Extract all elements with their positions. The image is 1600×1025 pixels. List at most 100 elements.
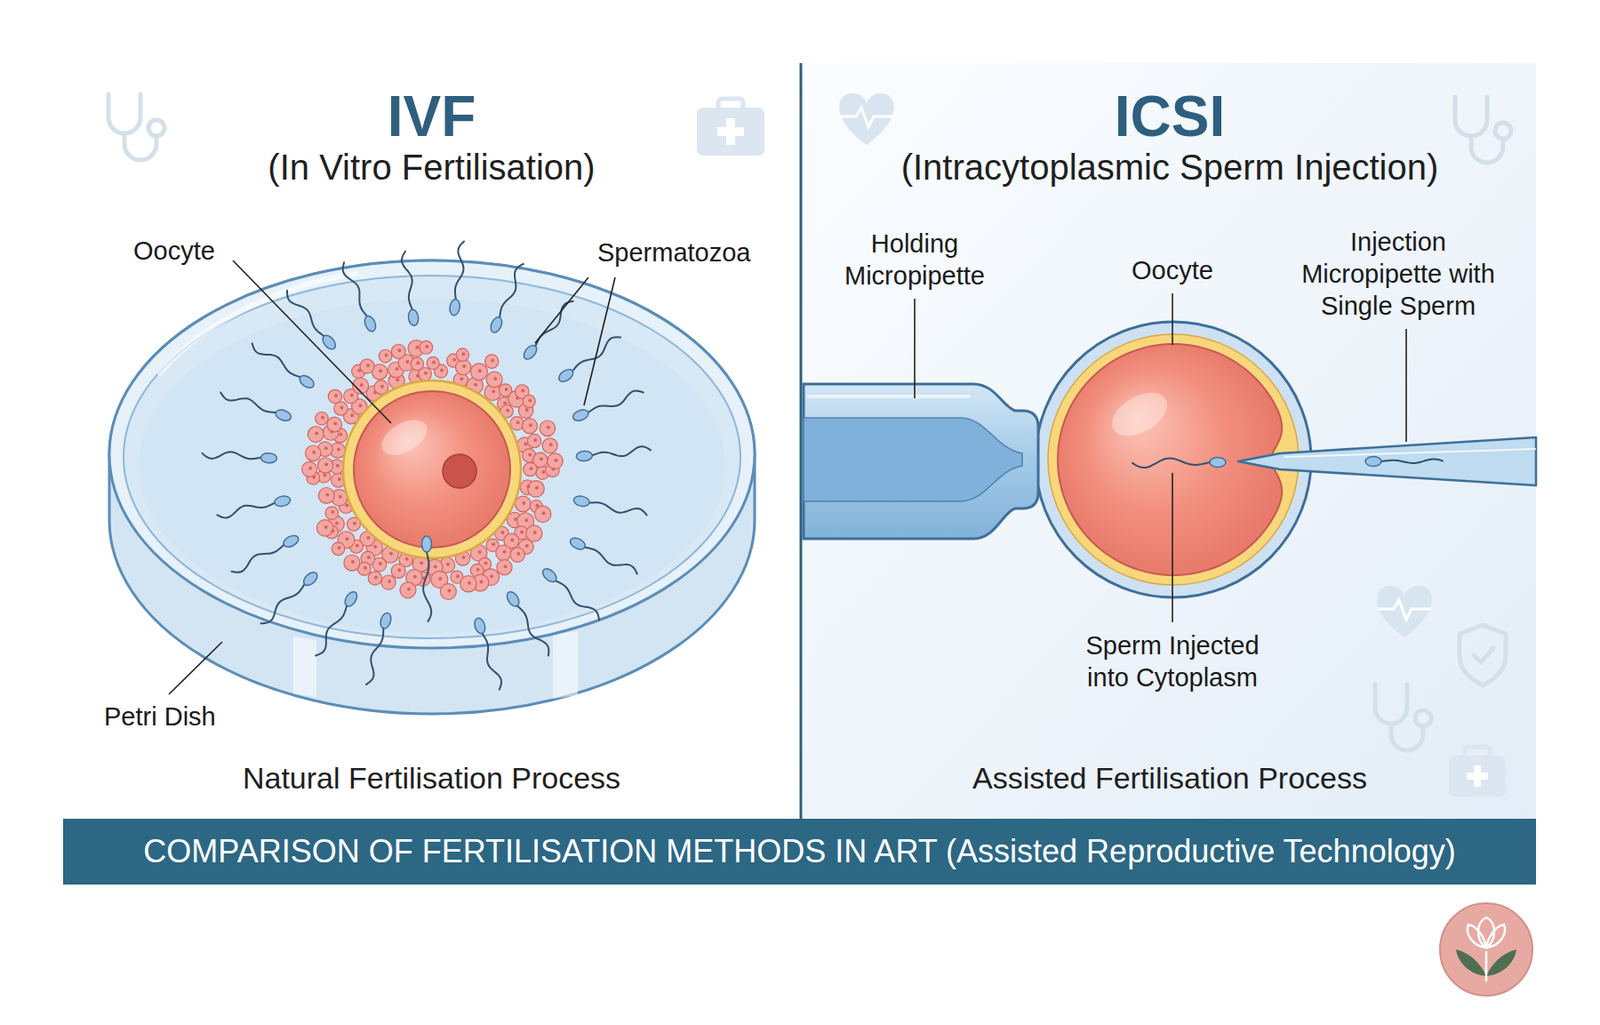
oocyte-highlight	[1104, 384, 1176, 446]
sperm-tail	[220, 392, 276, 413]
sperm-tail	[366, 628, 384, 685]
cumulus-cell-nucleus	[533, 530, 537, 535]
cumulus-cell-nucleus	[378, 561, 383, 566]
cumulus-cell-nucleus	[416, 360, 420, 365]
cumulus-cell-nucleus	[473, 383, 478, 387]
sperm-head	[556, 367, 576, 384]
stethoscope-icon-path	[1455, 96, 1488, 136]
dish-rim	[109, 260, 755, 648]
cumulus-cell-nucleus	[324, 462, 328, 466]
cumulus-cell-nucleus	[433, 564, 438, 568]
cumulus-cell	[521, 418, 537, 434]
cumulus-cell-nucleus	[330, 510, 335, 514]
zona-pellucida	[343, 380, 521, 559]
leader-line	[535, 277, 589, 344]
cumulus-cell	[391, 344, 406, 359]
stethoscope-icon	[1375, 684, 1432, 751]
sperm-head	[488, 315, 504, 335]
cumulus-cell-nucleus	[367, 555, 371, 560]
cumulus-cell-nucleus	[478, 368, 482, 373]
oocyte-highlight	[376, 412, 433, 463]
cumulus-cell-nucleus	[320, 416, 325, 420]
part-label: Sperm Injected into Cytoplasm	[1065, 629, 1280, 694]
panel-divider	[800, 63, 803, 819]
stethoscope-icon-path	[1471, 136, 1504, 163]
sperm	[252, 343, 317, 391]
leader-line	[1405, 328, 1408, 442]
pipette-body	[803, 384, 1039, 539]
cumulus-cell-nucleus	[516, 420, 520, 424]
icsi-panel: ICSI(Intracytoplasmic Sperm Injection)As…	[803, 63, 1536, 819]
leader-lines	[168, 260, 1407, 695]
cumulus-cell-nucleus	[308, 466, 312, 471]
heart-icon	[1376, 585, 1432, 638]
cumulus-cell-nucleus	[490, 359, 495, 363]
cumulus-cell	[527, 433, 541, 448]
cumulus-cell-nucleus	[419, 560, 424, 565]
cumulus-cell	[456, 348, 469, 361]
cumulus-cell-nucleus	[459, 376, 464, 381]
sperm-tail	[1132, 458, 1210, 469]
sperm	[343, 262, 378, 333]
cumulus-cell-nucleus	[526, 484, 530, 488]
cumulus-cell-nucleus	[416, 374, 420, 378]
cumulus-cell-nucleus	[344, 536, 349, 541]
stethoscope-icon-circle	[1415, 710, 1432, 727]
cumulus-cell	[426, 356, 440, 369]
cumulus-cell-nucleus	[524, 518, 528, 522]
cumulus-cell-nucleus	[314, 432, 319, 436]
sperm-head	[572, 495, 591, 509]
sperm-head	[504, 589, 522, 608]
sperm-tail	[535, 301, 573, 347]
cumulus-cell-nucleus	[378, 368, 383, 373]
medkit-icon-path	[1466, 765, 1488, 787]
cumulus-cell	[528, 480, 545, 498]
cumulus-cell-nucleus	[510, 537, 514, 542]
cumulus-cell-nucleus	[338, 495, 343, 499]
cumulus-cell-nucleus	[387, 579, 392, 584]
cumulus-cell-nucleus	[322, 473, 327, 478]
sperm-head	[448, 298, 461, 316]
sperm-head	[568, 536, 587, 552]
cumulus-cell-nucleus	[447, 589, 451, 593]
cumulus-cell-nucleus	[438, 576, 442, 581]
cumulus-cell-nucleus	[389, 552, 393, 556]
cumulus-cell	[317, 457, 333, 473]
leader-line	[913, 298, 916, 399]
stethoscope-icon-path	[108, 94, 141, 134]
cumulus-cell-nucleus	[520, 389, 525, 393]
shield-icon-path	[1473, 648, 1494, 663]
heart-icon	[839, 93, 894, 145]
sperm-head	[540, 566, 560, 584]
part-label: Oocyte	[1114, 254, 1231, 287]
cumulus-cell	[318, 488, 335, 504]
cumulus-cell-nucleus	[312, 475, 316, 480]
logo-disc	[1440, 903, 1533, 996]
sperm	[202, 451, 278, 464]
culture-medium	[138, 298, 726, 633]
sperm-head	[362, 314, 378, 334]
cumulus-cell	[455, 359, 471, 375]
cumulus-cell-nucleus	[312, 450, 316, 455]
cumulus-cell-nucleus	[528, 423, 533, 427]
cumulus-cell-nucleus	[462, 555, 466, 560]
cumulus-cell-nucleus	[503, 400, 507, 405]
sperm	[366, 611, 393, 685]
cumulus-cell-nucleus	[528, 398, 532, 402]
cumulus-cell-nucleus	[407, 587, 411, 592]
dish-highlight	[552, 631, 578, 699]
cumulus-cell-nucleus	[395, 377, 400, 382]
cumulus-cell	[484, 354, 498, 368]
sperm	[315, 589, 360, 656]
cumulus-cell	[316, 520, 333, 536]
cumulus-cell-nucleus	[324, 446, 328, 450]
cumulus-cell-nucleus	[440, 368, 444, 372]
cumulus-cell-nucleus	[516, 552, 520, 556]
cumulus-cell-nucleus	[535, 486, 539, 490]
cumulus-cell-nucleus	[333, 422, 337, 426]
cumulus-cell	[419, 340, 433, 354]
cumulus-cell-nucleus	[503, 564, 507, 568]
sperm-head	[571, 408, 591, 423]
needle-highlight	[1284, 448, 1536, 457]
sperm-head	[320, 333, 338, 352]
